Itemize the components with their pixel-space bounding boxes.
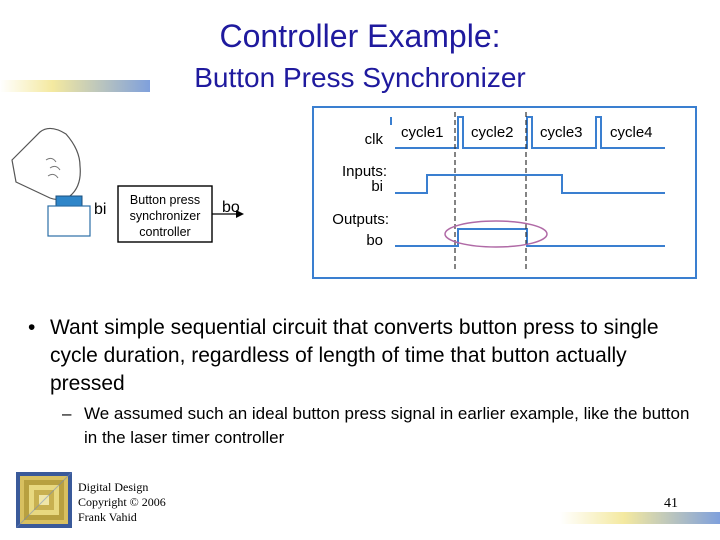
controller-box-line: Button press [130, 193, 200, 207]
block-input-label: bi [94, 201, 106, 218]
bullet-main-text: Want simple sequential circuit that conv… [50, 316, 659, 395]
arrow-head-icon [236, 210, 244, 218]
clk-waveform [395, 116, 665, 149]
footer-line: Frank Vahid [78, 510, 137, 524]
controller-box-line: synchronizer [130, 209, 201, 223]
diagram-area: bi Button press synchronizer controller … [11, 106, 697, 279]
sub-bullet-marker: – [62, 404, 72, 423]
block-output-label: bo [222, 199, 240, 216]
decorative-gradient-bar [560, 512, 720, 524]
outputs-label: Outputs: [332, 211, 389, 228]
logo-icon [16, 472, 72, 528]
bi-waveform [395, 174, 665, 194]
inputs-label: Inputs: [342, 163, 387, 180]
highlight-ellipse [444, 220, 548, 248]
footer-line: Copyright © 2006 [78, 495, 166, 509]
cycle-label: cycle4 [610, 124, 653, 141]
bullet-sub-text: We assumed such an ideal button press si… [84, 404, 690, 447]
controller-box [117, 185, 213, 243]
bullet-marker: • [28, 316, 36, 339]
cycle-label: cycle1 [401, 124, 444, 141]
controller-box-line: controller [139, 225, 190, 239]
footer-credits: Digital Design Copyright © 2006 Frank Va… [78, 480, 166, 525]
slide-title: Controller Example: [219, 18, 501, 54]
cycle-label: cycle2 [471, 124, 514, 141]
bo-label: bo [366, 232, 383, 249]
page-number: 41 [664, 496, 678, 511]
push-button-icon [47, 195, 91, 237]
clk-label: clk [365, 131, 384, 148]
bo-waveform [395, 228, 665, 247]
slide-subtitle: Button Press Synchronizer [194, 62, 526, 93]
decorative-gradient-bar [0, 80, 150, 92]
bi-label: bi [371, 178, 383, 195]
finger-icon [11, 127, 81, 201]
cycle-label: cycle3 [540, 124, 583, 141]
footer-line: Digital Design [78, 480, 149, 494]
